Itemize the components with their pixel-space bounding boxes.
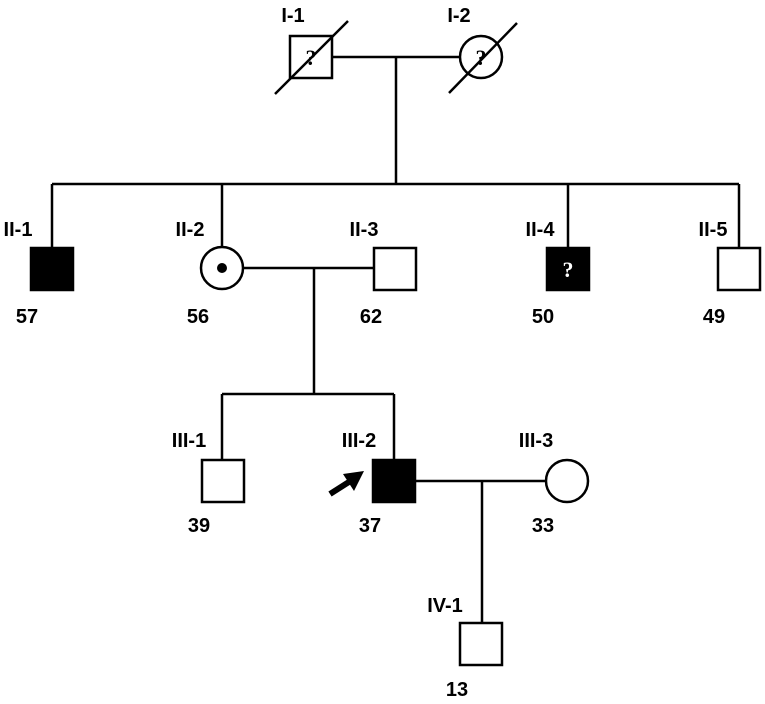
male-symbol xyxy=(458,621,504,667)
individual-label: III-2 xyxy=(342,430,376,452)
proband-arrow-shaft xyxy=(328,477,354,497)
individual-age: 62 xyxy=(360,306,382,328)
male-symbol xyxy=(716,246,762,292)
individual-label: II-4 xyxy=(526,219,556,241)
individual-III-2: III-2 37 xyxy=(328,430,417,537)
unknown-status-mark: ? xyxy=(476,45,487,70)
individual-III-1: III-1 39 xyxy=(172,430,246,537)
individual-IV-1: IV-1 13 xyxy=(427,595,504,701)
individual-age: 37 xyxy=(359,515,381,537)
individual-age: 56 xyxy=(187,306,209,328)
individual-label: I-1 xyxy=(281,5,304,27)
male-symbol-affected xyxy=(545,246,591,292)
individual-label: II-3 xyxy=(350,219,379,241)
female-symbol xyxy=(458,34,504,80)
individual-II-3: II-3 62 xyxy=(350,219,418,328)
individual-label: IV-1 xyxy=(427,595,463,617)
proband-arrow-head xyxy=(343,471,364,491)
individual-II-2: II-2 56 xyxy=(176,219,245,328)
individual-label: III-1 xyxy=(172,430,206,452)
individual-age: 49 xyxy=(703,306,725,328)
individual-label: I-2 xyxy=(447,5,470,27)
unknown-status-mark: ? xyxy=(563,257,574,282)
individual-III-3: III-3 33 xyxy=(519,430,590,537)
deceased-slash xyxy=(448,22,518,94)
individual-age: 13 xyxy=(446,679,468,701)
carrier-dot xyxy=(217,263,227,273)
proband-arrow xyxy=(328,471,364,497)
deceased-slash xyxy=(274,20,349,95)
female-symbol xyxy=(544,458,590,504)
individual-age: 33 xyxy=(532,515,554,537)
individual-label: II-1 xyxy=(4,219,33,241)
male-symbol-affected xyxy=(371,458,417,504)
individual-II-1: II-1 57 xyxy=(4,219,75,328)
pedigree-lines xyxy=(50,55,741,623)
individual-II-4: ? II-4 50 xyxy=(526,219,591,328)
individual-age: 50 xyxy=(532,306,554,328)
male-symbol-affected xyxy=(29,246,75,292)
individual-I-1: ? I-1 xyxy=(274,5,349,95)
male-symbol xyxy=(372,246,418,292)
individual-age: 57 xyxy=(16,306,38,328)
individual-label: II-5 xyxy=(699,219,728,241)
individual-II-5: II-5 49 xyxy=(699,219,762,328)
individual-I-2: ? I-2 xyxy=(447,5,518,94)
individual-label: III-3 xyxy=(519,430,553,452)
individual-label: II-2 xyxy=(176,219,205,241)
male-symbol xyxy=(200,458,246,504)
individual-age: 39 xyxy=(188,515,210,537)
